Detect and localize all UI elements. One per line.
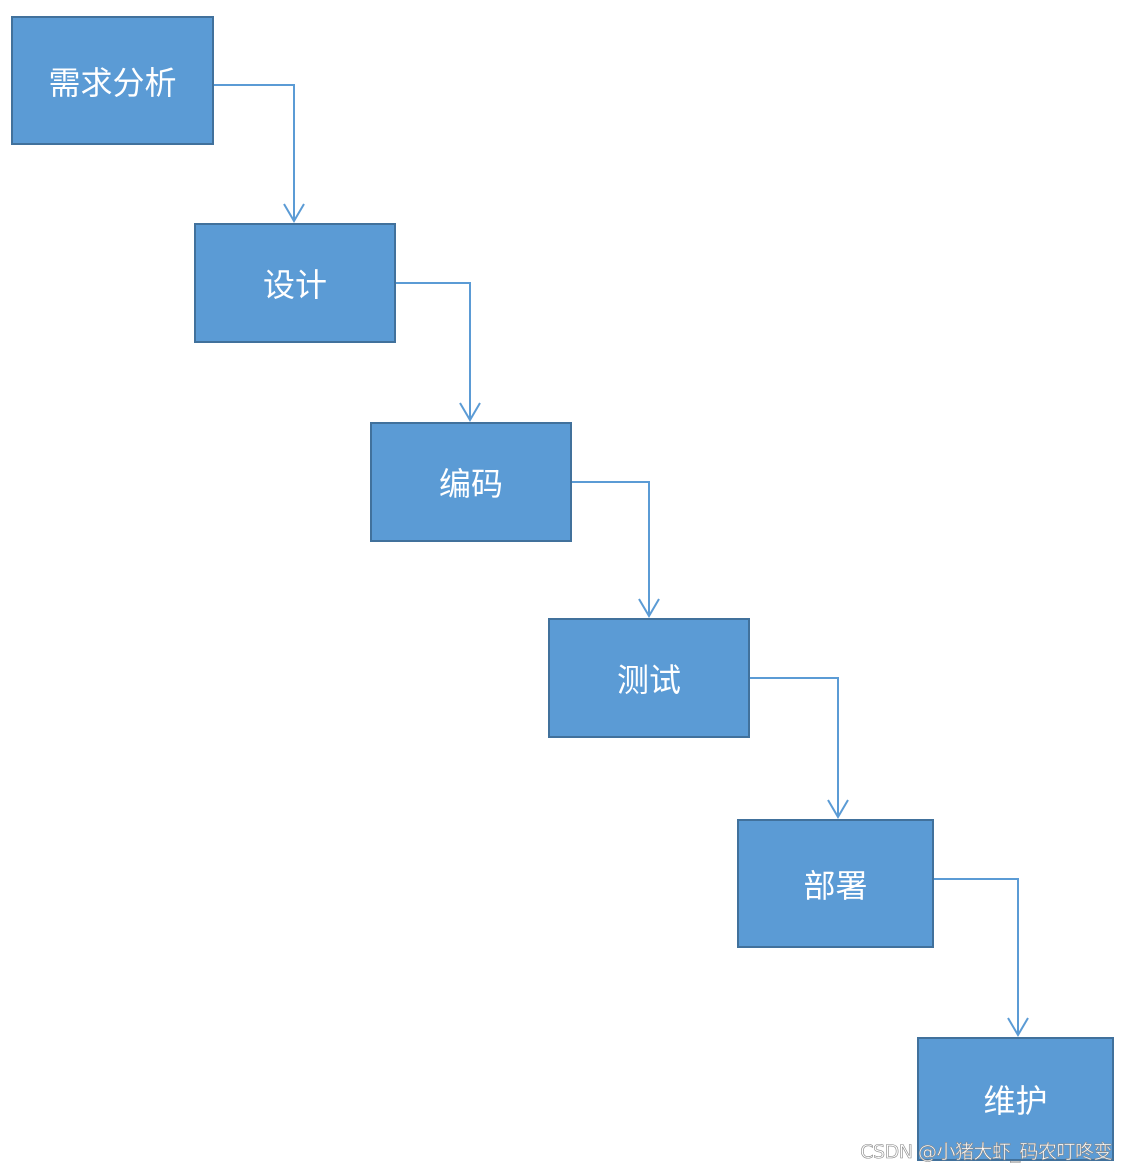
arrow-3 xyxy=(571,481,650,616)
step-label: 需求分析 xyxy=(48,63,177,102)
step-deployment: 部署 xyxy=(737,819,934,948)
watermark: CSDN @小猪大虾_码农叮咚变 xyxy=(860,1141,1113,1164)
arrow-2 xyxy=(395,282,471,420)
step-label: 设计 xyxy=(262,266,327,304)
arrow-1 xyxy=(213,84,295,221)
step-design: 设计 xyxy=(194,223,396,343)
step-maintenance: 维护 xyxy=(917,1037,1114,1161)
step-requirements-analysis: 需求分析 xyxy=(11,16,214,145)
arrow-4 xyxy=(749,677,839,817)
step-label: 维护 xyxy=(983,1082,1048,1120)
step-testing: 测试 xyxy=(548,618,750,738)
arrow-5 xyxy=(933,878,1019,1035)
step-coding: 编码 xyxy=(370,422,572,542)
step-label: 编码 xyxy=(438,465,503,503)
step-label: 测试 xyxy=(616,661,681,699)
step-label: 部署 xyxy=(803,866,868,905)
